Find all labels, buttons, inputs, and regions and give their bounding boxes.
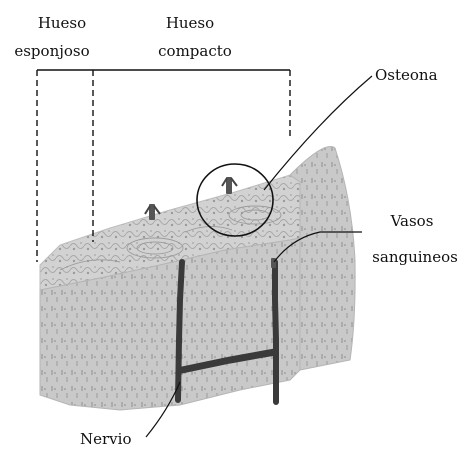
vessels-label-line1: Vasos: [390, 212, 434, 230]
osteon-label: Osteona: [375, 66, 438, 84]
right-vertical-vessel: [275, 262, 276, 402]
compact-bone-label-line1: Hueso: [166, 14, 214, 32]
spongy-bone-label-line1: Hueso: [38, 14, 86, 32]
bone-side-face: [290, 147, 355, 370]
vessels-label-line2: sanguineos: [372, 248, 458, 266]
spongy-bone-label-line2: esponjoso: [14, 42, 89, 60]
nerve-label: Nervio: [80, 430, 131, 448]
bone-block: [40, 147, 355, 410]
compact-bone-label-line2: compacto: [158, 42, 232, 60]
vessel-stub-center: [222, 177, 237, 194]
